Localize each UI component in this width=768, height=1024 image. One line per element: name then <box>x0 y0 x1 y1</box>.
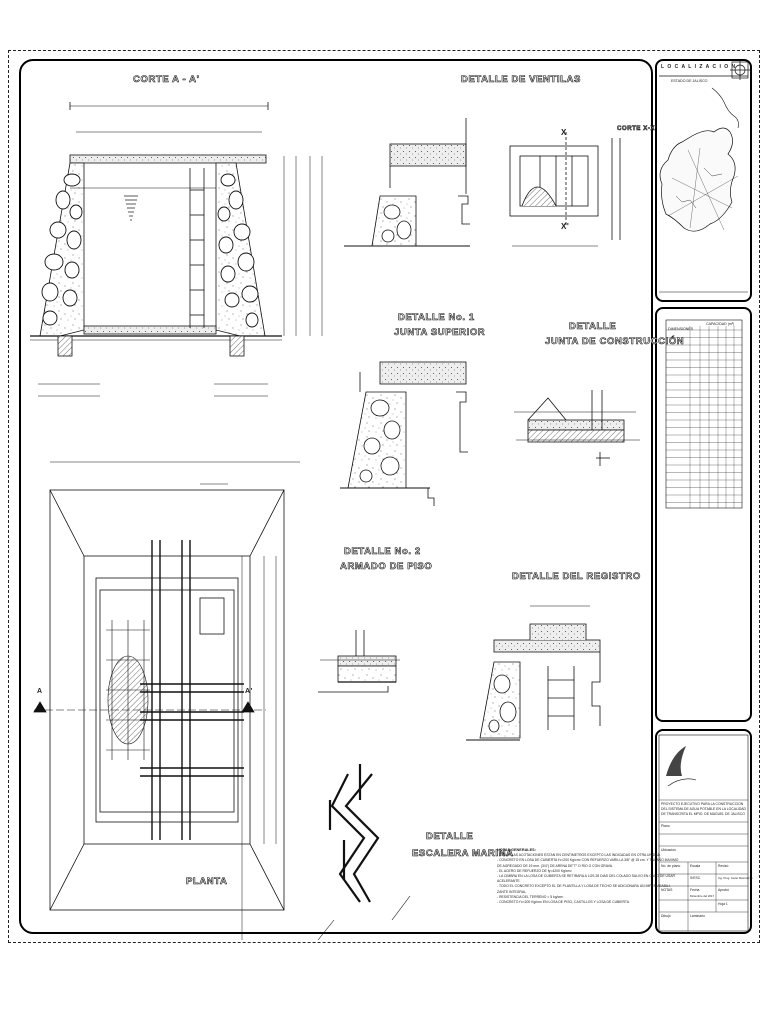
detail-2-subtitle: ARMADO DE PISO <box>340 561 433 573</box>
title-block-ubicacion: Ubicación <box>661 848 676 852</box>
title-block-project: PROYECTO EJECUTIVO PARA LA CONSTRUCCION … <box>661 802 747 817</box>
general-notes: NOTAS GENERALES: - TODAS LAS ACOTACIONES… <box>497 848 679 905</box>
note-line: - CONCRETO f'c=200 Kg/cm² EN LOSA DE PIS… <box>497 900 630 905</box>
construction-joint-title: DETALLE <box>569 321 617 333</box>
title-block-fecha-value: Diciembre del 2017 <box>690 894 715 898</box>
location-title: L O C A L I Z A C I O N <box>661 64 737 70</box>
capacity-table-panel <box>655 307 752 722</box>
title-block-panel <box>655 729 752 934</box>
title-block-no-plano: No. de plano <box>661 864 681 868</box>
title-block-escala: Escala <box>690 864 701 868</box>
title-block-hoja: Hoja 1 <box>718 902 728 906</box>
table-header-capacity: CAPACIDAD (m³) <box>706 322 735 326</box>
sheet-dashed-border <box>8 50 760 943</box>
detail-1-title: DETALLE No. 1 <box>398 312 475 324</box>
title-block-aprobo: Aprobó <box>718 888 729 892</box>
ladder-detail-title: DETALLE <box>426 831 474 843</box>
title-block-plano: Plano <box>661 824 670 828</box>
detail-1-drawing <box>340 361 468 506</box>
project-name-line2: EN LA LOCALIDAD DE TRANSCRITA EL MPIO. D… <box>661 807 747 816</box>
detail-2-drawing <box>318 630 400 693</box>
construction-joint-drawing <box>514 390 640 466</box>
title-block-dibujo-value: Laminario <box>690 914 705 918</box>
note-line: ACELERANTE. <box>497 879 521 884</box>
cut-x-label: CORTE X-X' <box>617 126 658 133</box>
title-block-reviso: Revisó <box>718 864 729 868</box>
note-line: - TODO EL CONCRETO EXCEPTO EL DE PLANTIL… <box>497 884 671 889</box>
capacity-table-grid <box>665 319 743 509</box>
location-map-panel <box>655 59 752 302</box>
detail-1-subtitle: JUNTA SUPERIOR <box>394 327 486 339</box>
section-a-a-drawing <box>30 102 323 397</box>
vent-detail-drawing <box>344 118 621 247</box>
plan-title: PLANTA <box>186 876 228 888</box>
title-block-escala-value: S/ESC. <box>690 876 702 880</box>
title-block-notas: NOTAS <box>661 888 673 892</box>
drawing-main-panel <box>19 59 653 934</box>
section-a-title: CORTE A - A' <box>133 74 200 86</box>
jalisco-map-drawing <box>659 60 750 293</box>
note-line: - CONCRETO EN LOSA DE CUBIERTA f'c=200 K… <box>497 858 679 863</box>
note-line: - RESISTENCIA DEL TERRENO = 5 kg/cm² <box>497 894 564 899</box>
construction-joint-subtitle: JUNTA DE CONSTRUCCIÓN <box>545 336 685 348</box>
marine-ladder-drawing <box>317 764 411 941</box>
section-marker-x-bottom: X' <box>561 222 570 231</box>
title-block-fecha: Fecha <box>690 888 700 892</box>
register-detail-title: DETALLE DEL REGISTRO <box>512 571 641 583</box>
title-block-grid <box>658 734 749 932</box>
register-detail-drawing <box>466 605 601 741</box>
capacity-table-lines <box>666 326 742 508</box>
plan-view-drawing <box>33 461 300 940</box>
note-line: - TODAS LAS ACOTACIONES ESTAN EN CENTIME… <box>497 853 661 858</box>
note-line: - LA CIMBRA EN LA LOSA DE CUBIERTA SE RE… <box>497 874 675 879</box>
section-marker-a-prime: A' <box>245 688 253 695</box>
section-marker-x-top: X <box>561 128 567 137</box>
location-state: ESTADO DE JALISCO <box>671 79 708 83</box>
note-line: - EL ACERO DE REFUERZO DE fy=4200 Kg/cm² <box>497 868 572 873</box>
ladder-detail-subtitle: ESCALERA MARINA <box>412 848 514 860</box>
table-header-dimensions: DIMENSIONES <box>668 327 694 331</box>
notes-title: NOTAS GENERALES: <box>497 848 536 852</box>
title-block-dibujo: Dibujó <box>661 914 671 918</box>
section-marker-a: A <box>37 688 43 695</box>
title-block-signature: Ing. Prog. Javier Ramírez C. <box>718 876 754 880</box>
project-name-line1: PROYECTO EJECUTIVO PARA LA CONSTRUCCION … <box>661 802 744 811</box>
vent-detail-title: DETALLE DE VENTILAS <box>461 74 581 86</box>
detail-2-title: DETALLE No. 2 <box>344 546 421 558</box>
note-line: ZANTE INTEGRAL. <box>497 889 527 894</box>
note-line: DE AGREGADO DE 19 mm. (3/4") DE ARENA DE… <box>497 863 613 868</box>
